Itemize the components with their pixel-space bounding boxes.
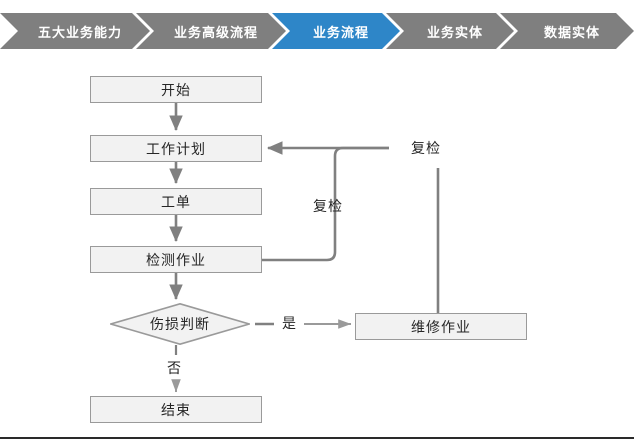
breadcrumb-step-label: 数据实体 (543, 25, 600, 41)
flow-node-end[interactable]: 结束 (90, 396, 262, 423)
flow-node-repair[interactable]: 维修作业 (355, 313, 527, 340)
breadcrumb-step-5[interactable]: 数据实体 (500, 13, 634, 49)
breadcrumb-step-label: 业务实体 (426, 25, 483, 41)
flow-edge-label-recheck-outer: 复检 (411, 141, 441, 157)
breadcrumb-step-4[interactable]: 业务实体 (386, 13, 514, 49)
breadcrumb-chevron-shape (136, 13, 286, 49)
breadcrumb-chevron-shape (500, 13, 634, 49)
flow-edge-label-no: 否 (167, 361, 182, 377)
flow-node-label: 结束 (161, 402, 191, 419)
breadcrumb-step-1[interactable]: 五大业务能力 (0, 13, 150, 49)
flow-node-label: 检测作业 (146, 252, 206, 269)
breadcrumb-chevron-shape (0, 13, 150, 49)
breadcrumb-step-label: 业务流程 (312, 25, 369, 41)
flow-edge-label-yes: 是 (282, 316, 297, 332)
breadcrumb-step-label: 五大业务能力 (37, 25, 122, 41)
breadcrumb-step-2[interactable]: 业务高级流程 (136, 13, 286, 49)
flow-node-damage[interactable]: 伤损判断 (110, 303, 250, 345)
flow-node-label: 开始 (161, 82, 191, 99)
flow-node-inspection[interactable]: 检测作业 (90, 246, 262, 273)
flow-node-start[interactable]: 开始 (90, 76, 262, 103)
breadcrumb-step-3[interactable]: 业务流程 (272, 13, 400, 49)
breadcrumb-step-label: 业务高级流程 (173, 25, 258, 41)
breadcrumb-chevron-shape (386, 13, 514, 49)
flow-node-label: 工单 (161, 194, 191, 211)
flow-node-label: 维修作业 (411, 319, 471, 336)
breadcrumb-chevron-shape (272, 13, 400, 49)
flow-edge-label-recheck-inner: 复检 (313, 199, 343, 215)
flow-node-label: 工作计划 (146, 141, 206, 158)
flow-node-workorder[interactable]: 工单 (90, 188, 262, 215)
flow-node-label: 伤损判断 (150, 317, 210, 333)
flow-node-workplan[interactable]: 工作计划 (90, 135, 262, 162)
flow-node-diamond-outline (110, 303, 250, 345)
breadcrumb: 五大业务能力 业务高级流程 业务流程 业务实体 数据实体 (0, 13, 634, 49)
